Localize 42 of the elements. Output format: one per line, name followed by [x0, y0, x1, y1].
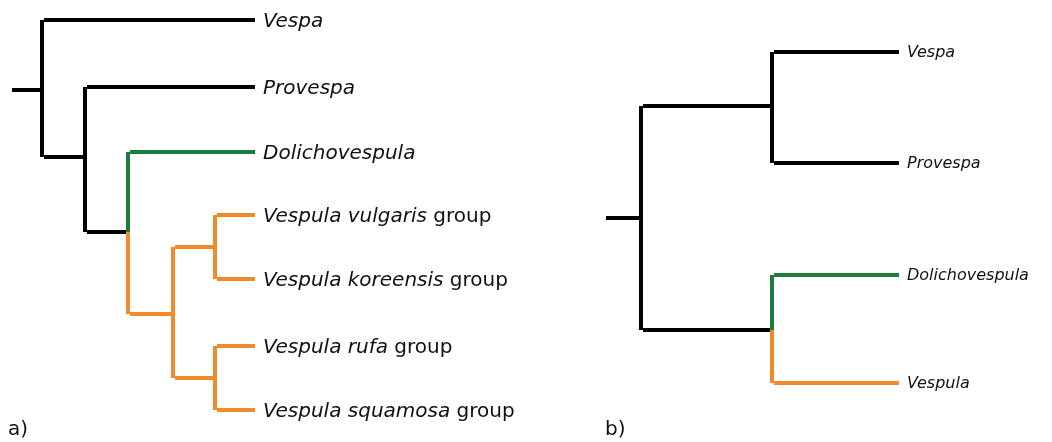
tree-branch	[774, 273, 899, 277]
panel-label: b)	[605, 418, 626, 438]
taxon-label: Provespa	[907, 153, 981, 173]
tree-node-bar	[213, 344, 217, 412]
tree-branch	[87, 230, 126, 234]
tree-branch	[774, 161, 899, 165]
tree-branch	[774, 50, 899, 54]
tree-node-bar	[126, 150, 130, 316]
tree-branch	[44, 155, 83, 159]
tree-branch	[217, 408, 255, 412]
panel-label: a)	[8, 418, 29, 438]
tree-branch	[44, 18, 255, 22]
tree-branch	[217, 344, 255, 348]
tree-node-bar	[639, 104, 643, 332]
tree-node-bar	[83, 85, 87, 234]
tree-branch	[217, 213, 255, 217]
tree-branch	[774, 381, 899, 385]
taxon-label: Vespula vulgaris group	[263, 203, 492, 227]
tree-branch	[175, 245, 213, 249]
taxon-label: Vespula	[907, 373, 970, 393]
tree-node-bar	[770, 50, 774, 165]
tree-node-bar	[40, 18, 44, 159]
tree-node-bar	[171, 245, 175, 380]
taxon-label: Dolichovespula	[907, 265, 1029, 285]
taxon-label: Provespa	[263, 75, 356, 99]
taxon-label: Vespa	[907, 42, 956, 62]
tree-branch	[87, 85, 255, 89]
tree-node-bar	[770, 273, 774, 385]
tree-branch	[643, 104, 770, 108]
taxon-label: Dolichovespula	[263, 140, 416, 164]
taxon-label: Vespa	[263, 8, 324, 32]
tree-branch	[130, 312, 171, 316]
tree-branch	[217, 277, 255, 281]
tree-branch	[175, 376, 213, 380]
tree-branch	[643, 328, 770, 332]
tree-branch	[130, 150, 255, 154]
tree-branch	[12, 88, 40, 92]
taxon-label: Vespula squamosa group	[263, 398, 515, 422]
tree-branch	[606, 216, 639, 220]
taxon-label: Vespula rufa group	[263, 334, 453, 358]
taxon-label: Vespula koreensis group	[263, 267, 508, 291]
tree-node-bar	[213, 213, 217, 281]
